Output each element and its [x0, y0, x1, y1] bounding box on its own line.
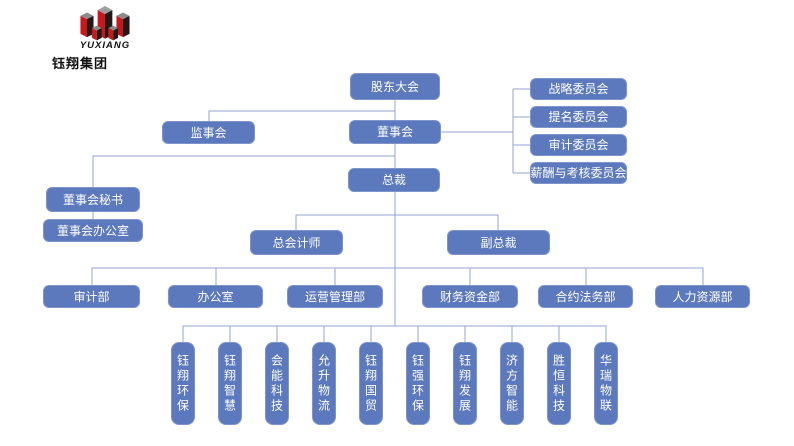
connector-paths: [91, 88, 704, 342]
node-dept-audit: 审计部: [43, 285, 140, 308]
logo-wordmark: YUXIANG: [79, 40, 131, 51]
company-logo-icon: [80, 6, 130, 41]
node-committee-strategy: 战略委员会: [530, 78, 627, 100]
node-board-of-directors: 董事会: [349, 120, 441, 144]
node-dept-finance: 财务资金部: [422, 285, 518, 308]
node-committee-remuneration: 薪酬与考核委员会: [530, 162, 627, 184]
node-subsidiary-yuxiang-zhihui: 钰翔智慧: [218, 342, 242, 425]
node-subsidiary-yuxiang-huanbao: 钰翔环保: [171, 342, 195, 425]
node-dept-office: 办公室: [168, 285, 263, 308]
node-dept-hr: 人力资源部: [655, 285, 750, 308]
node-supervisory-board: 监事会: [162, 121, 255, 144]
node-subsidiary-yuxiang-fazhan: 钰翔发展: [453, 342, 477, 425]
company-name: 钰翔集团: [52, 56, 109, 71]
node-subsidiary-huarui-wulian: 华瑞物联: [594, 342, 618, 425]
node-president: 总裁: [348, 168, 440, 192]
node-committee-audit: 审计委员会: [530, 134, 627, 156]
node-dept-legal: 合约法务部: [538, 285, 633, 308]
node-committee-nomination: 提名委员会: [530, 106, 627, 128]
node-board-office: 董事会办公室: [43, 219, 143, 242]
node-chief-accountant: 总会计师: [250, 230, 343, 255]
node-subsidiary-yunsheng-wuliu: 允升物流: [312, 342, 336, 425]
brand-logo: YUXIANG 钰翔集团: [40, 4, 170, 74]
node-dept-operations: 运营管理部: [287, 285, 383, 308]
node-subsidiary-yuqiang-huanbao: 钰强环保: [406, 342, 430, 425]
node-board-secretary: 董事会秘书: [46, 187, 140, 212]
node-shareholders-meeting: 股东大会: [350, 73, 440, 100]
node-subsidiary-shengheng-keji: 胜恒科技: [547, 342, 571, 425]
node-vice-president: 副总裁: [447, 230, 550, 255]
node-subsidiary-huineng-keji: 会能科技: [265, 342, 289, 425]
node-subsidiary-yuxiang-guomao: 钰翔国贸: [359, 342, 383, 425]
node-subsidiary-jifang-zhineng: 济方智能: [500, 342, 524, 425]
